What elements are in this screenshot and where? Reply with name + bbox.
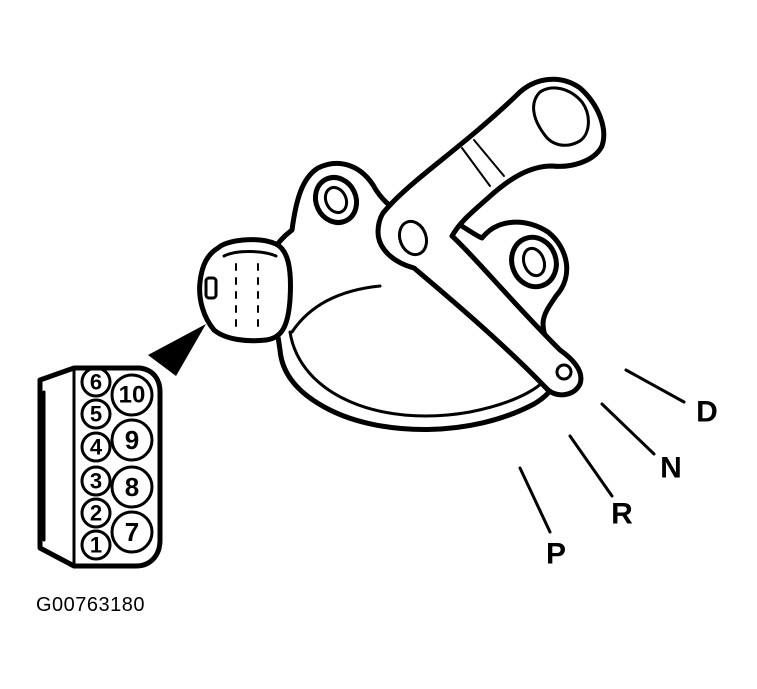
shift-lever — [375, 76, 607, 398]
view-arrow — [148, 324, 206, 376]
pin-number: 7 — [125, 517, 139, 547]
position-label-r: R — [611, 498, 633, 531]
pin-number: 6 — [90, 370, 102, 395]
pin-number: 9 — [125, 425, 139, 455]
leader-line-d — [624, 368, 686, 404]
leader-line-p — [518, 466, 552, 534]
leader-line-r — [568, 434, 614, 498]
leader-line-n — [600, 402, 656, 456]
pin-number: 3 — [90, 469, 102, 494]
pin-number: 10 — [119, 382, 146, 409]
mounting-ear-right — [509, 234, 559, 290]
pin-circles-right — [110, 373, 154, 554]
pin-number: 5 — [90, 402, 102, 427]
position-label-d: D — [696, 396, 718, 429]
pin-number: 8 — [125, 472, 139, 502]
pin-number: 4 — [90, 435, 103, 460]
figure-id: G00763180 — [36, 594, 146, 616]
pin-number: 1 — [90, 533, 102, 558]
pin-circles-left — [80, 366, 112, 561]
pin-number: 2 — [90, 501, 102, 526]
mounting-ear-left — [312, 175, 360, 225]
housing-connector — [197, 237, 293, 344]
position-label-p: P — [546, 538, 566, 571]
switch-housing — [259, 160, 570, 433]
position-label-n: N — [660, 452, 682, 485]
